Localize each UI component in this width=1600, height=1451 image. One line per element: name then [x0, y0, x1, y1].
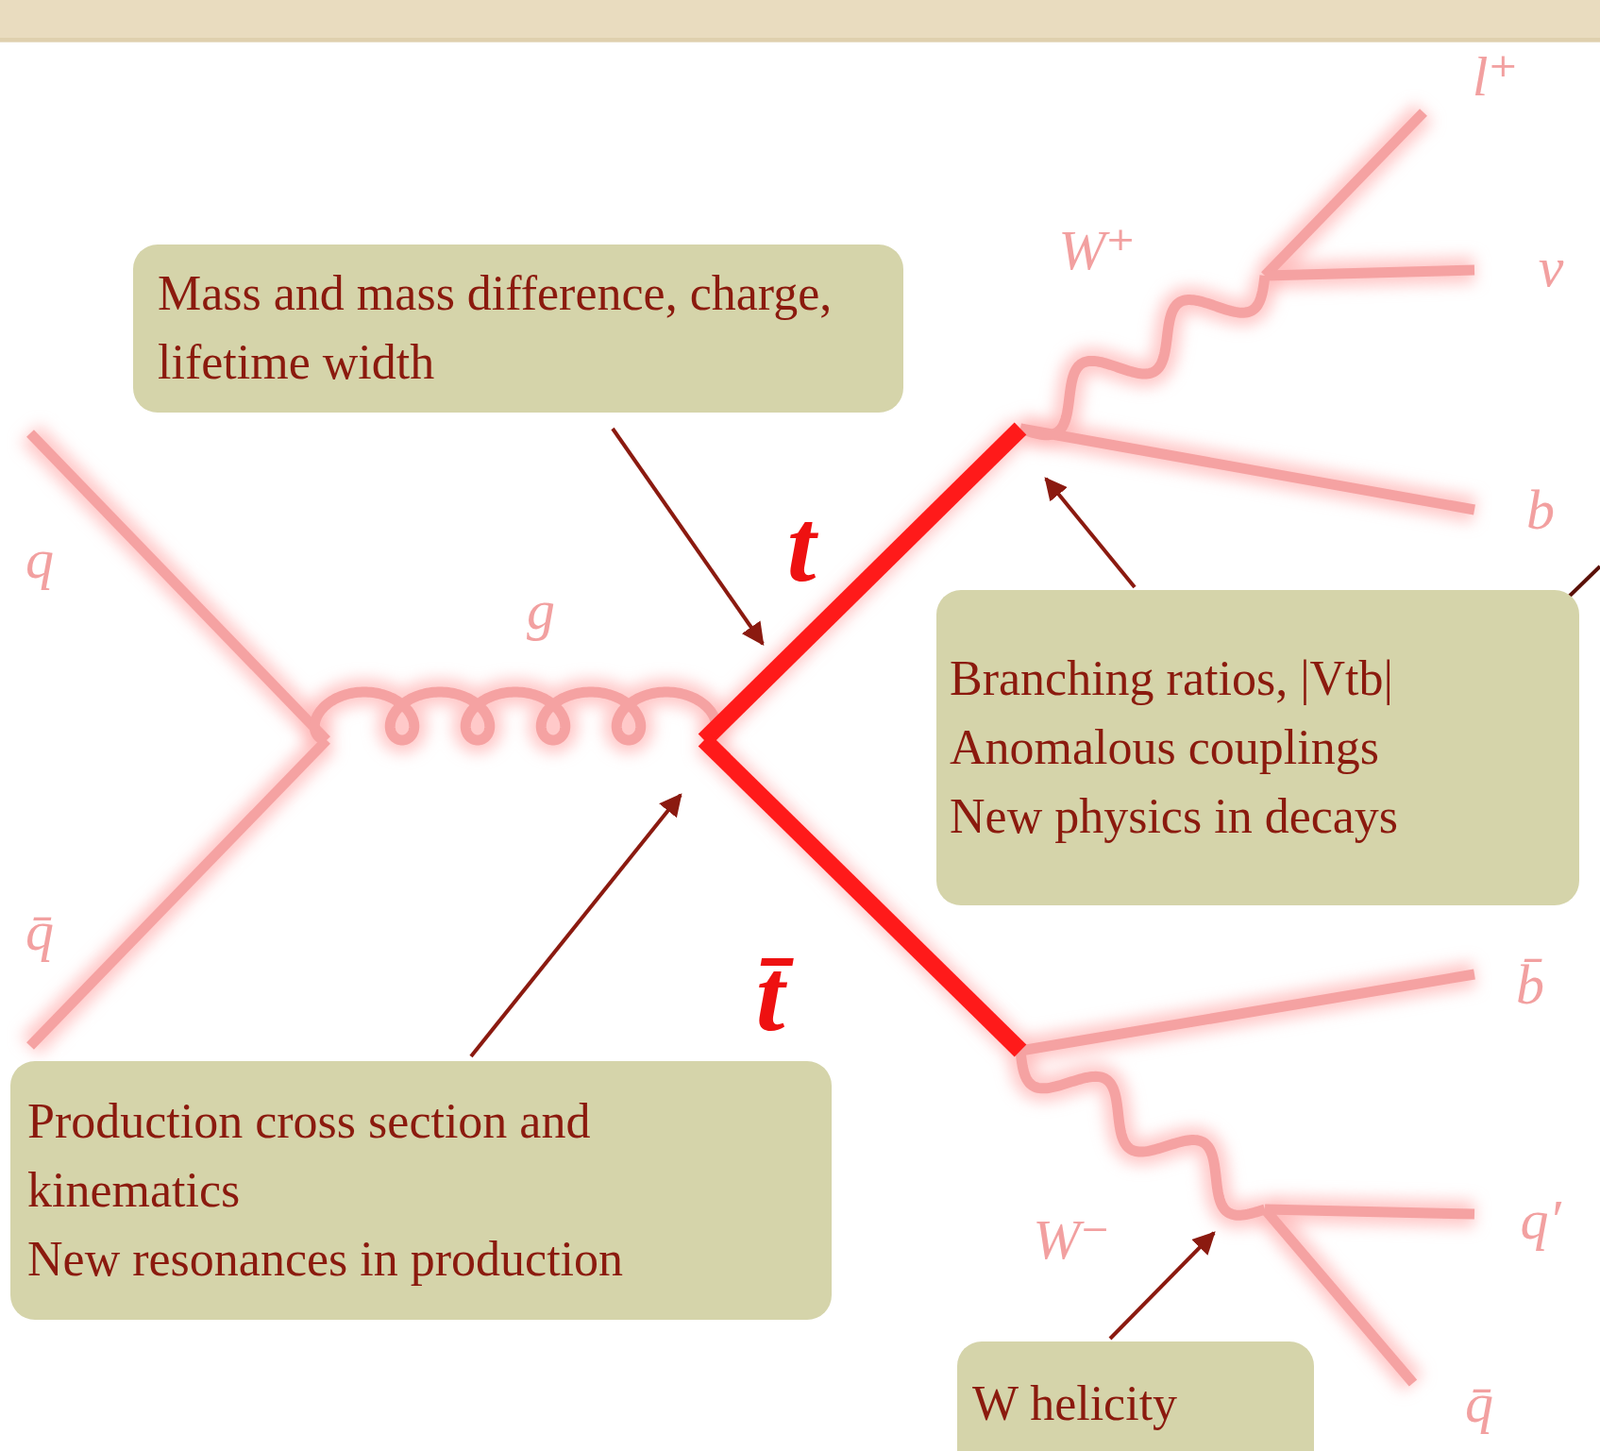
leader-stub	[1568, 566, 1600, 597]
line-glow	[1264, 112, 1424, 276]
leader-arrow	[1110, 1232, 1214, 1339]
quark-line	[30, 433, 327, 741]
particle-label: g	[526, 581, 556, 639]
w-minus-line	[1020, 1050, 1265, 1215]
particle-label: t̄	[756, 943, 786, 1047]
particle-label: W⁻	[1032, 1211, 1111, 1268]
particle-label: q′	[1519, 1191, 1561, 1248]
particle-label: W⁺	[1058, 221, 1136, 279]
particle-label: b	[1526, 481, 1555, 539]
particle-label: t	[787, 493, 817, 598]
qprime-line	[1264, 1209, 1475, 1214]
line-glow	[30, 740, 327, 1046]
bbar-line	[1020, 974, 1475, 1051]
particle-label: q̄	[1465, 1374, 1494, 1432]
line-glow	[1020, 1050, 1265, 1215]
line-glow	[314, 691, 716, 741]
line-glow	[1264, 269, 1475, 276]
particle-label: ν	[1538, 238, 1565, 296]
callout-text: W helicity	[972, 1369, 1299, 1439]
line-glow	[1020, 974, 1475, 1051]
callout-box: W helicity	[957, 1341, 1314, 1451]
particle-label: l⁺	[1472, 48, 1518, 105]
callout-text: New physics in decays	[949, 782, 1567, 852]
antiquark-line	[30, 740, 327, 1046]
paper-edge	[0, 37, 1600, 43]
line-glow	[1020, 275, 1265, 436]
leader-arrow	[612, 428, 763, 644]
line-glow	[1264, 1209, 1475, 1214]
callout-text: Anomalous couplings	[949, 713, 1567, 783]
gluon-line	[314, 691, 716, 741]
callout-text: Mass and mass difference, charge, lifeti…	[157, 259, 838, 398]
leader-arrow	[471, 794, 681, 1057]
particle-label: q̄	[25, 902, 54, 960]
w-plus-line	[1020, 275, 1265, 436]
paper-strip	[0, 0, 1600, 42]
particle-label: q	[25, 530, 54, 588]
particle-label: b̄	[1515, 956, 1545, 1013]
leader-arrow	[1045, 478, 1135, 588]
b-line	[1020, 428, 1475, 510]
callout-text: New resonances in production	[27, 1225, 815, 1295]
lepton-line	[1264, 112, 1424, 276]
line-glow	[1020, 428, 1475, 510]
line-glow	[30, 433, 327, 741]
callout-text: Branching ratios, |Vtb|	[949, 644, 1567, 714]
neutrino-line	[1264, 269, 1475, 276]
callout-box: Production cross section and kinematicsN…	[10, 1061, 832, 1320]
callout-box: Branching ratios, |Vtb|Anomalous couplin…	[936, 589, 1580, 906]
callout-box: Mass and mass difference, charge, lifeti…	[133, 244, 904, 413]
callout-text: Production cross section and kinematics	[27, 1087, 815, 1226]
